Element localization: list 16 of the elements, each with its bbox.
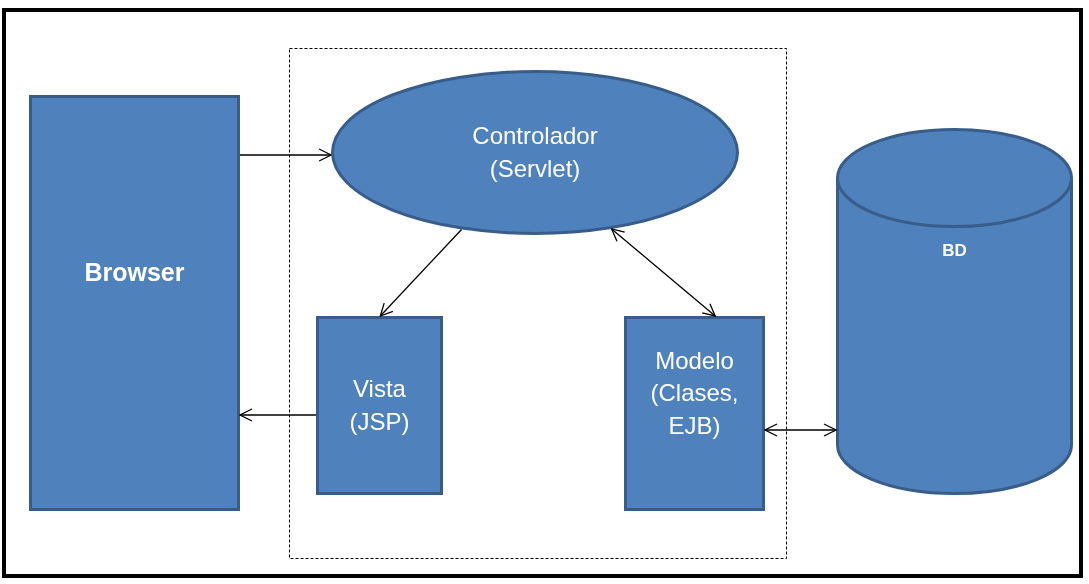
process-box [29,95,240,511]
process-box [624,316,765,511]
arrow [610,228,716,317]
controller-ellipse [331,70,739,235]
arrow [764,423,837,437]
node-label: Modelo (Clases, EJB) [649,345,740,441]
arrow [239,148,332,162]
node-label: Browser [84,257,185,289]
arrow [239,408,317,422]
arrow [379,228,463,317]
database-cylinder [836,128,1073,495]
group-frame [289,48,787,559]
node-label: Vista (JSP) [348,374,411,437]
node-label: Controlador (Servlet) [471,121,599,184]
process-box [316,316,443,495]
database-label: BD [942,240,967,263]
